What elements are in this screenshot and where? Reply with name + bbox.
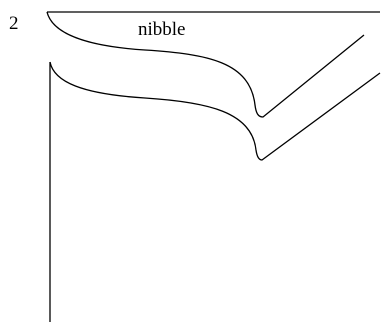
upper-fold-outline <box>46 11 380 118</box>
lower-fold-outline <box>49 61 381 161</box>
nibble-caption: nibble <box>138 19 186 40</box>
step-number-label: 2 <box>9 13 19 34</box>
